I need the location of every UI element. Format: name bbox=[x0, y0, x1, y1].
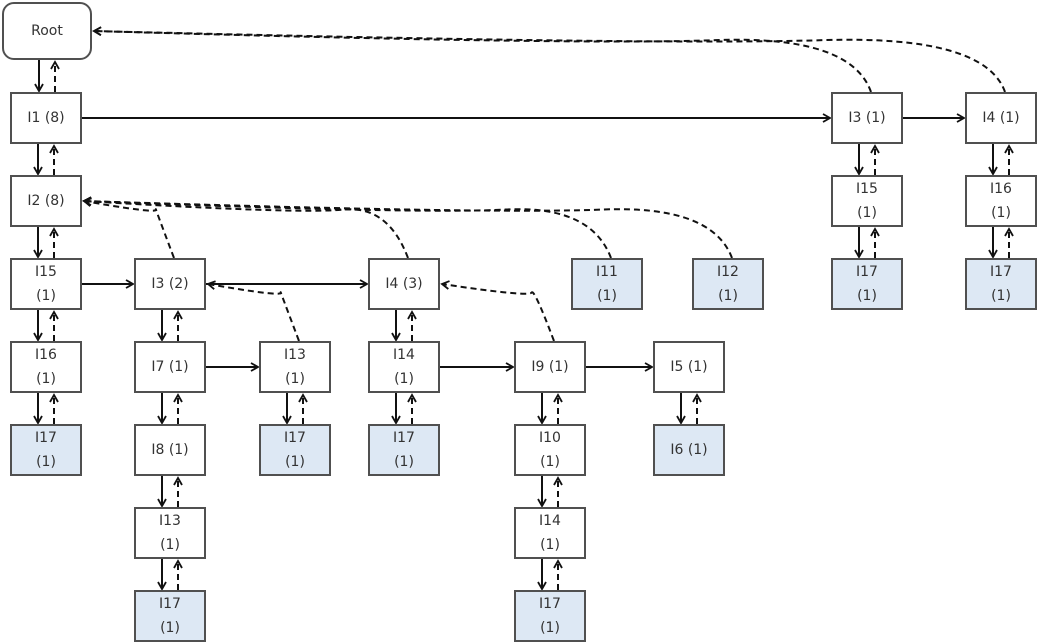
node-label: I16 bbox=[990, 181, 1012, 197]
tree-node: I13 (1) bbox=[134, 507, 206, 559]
node-count: (1) bbox=[597, 288, 617, 304]
node-label: I9 (1) bbox=[531, 359, 569, 375]
node-label: Root bbox=[31, 23, 63, 39]
tree-node: I14 (1) bbox=[514, 507, 586, 559]
node-count: (1) bbox=[36, 454, 56, 470]
node-label: I14 bbox=[539, 513, 561, 529]
tree-node: I1 (8) bbox=[10, 92, 82, 144]
leaf-node: I6 (1) bbox=[653, 424, 725, 476]
tree-node: I3 (1) bbox=[831, 92, 903, 144]
node-label: I5 (1) bbox=[670, 359, 708, 375]
node-label: I14 bbox=[393, 347, 415, 363]
node-label: I11 bbox=[596, 264, 618, 280]
node-label: I17 bbox=[284, 430, 306, 446]
node-count: (1) bbox=[991, 288, 1011, 304]
node-label: I17 bbox=[539, 596, 561, 612]
node-count: (1) bbox=[285, 454, 305, 470]
node-label: I3 (2) bbox=[151, 276, 189, 292]
tree-node: I16 (1) bbox=[965, 175, 1037, 227]
root-node: Root bbox=[2, 2, 92, 60]
node-label: I17 bbox=[35, 430, 57, 446]
tree-node: I7 (1) bbox=[134, 341, 206, 393]
node-label: I10 bbox=[539, 430, 561, 446]
tree-node: I2 (8) bbox=[10, 175, 82, 227]
tree-node: I15 (1) bbox=[831, 175, 903, 227]
node-label: I13 bbox=[284, 347, 306, 363]
node-count: (1) bbox=[991, 205, 1011, 221]
node-count: (1) bbox=[857, 205, 877, 221]
node-label: I15 bbox=[35, 264, 57, 280]
tree-node: I10 (1) bbox=[514, 424, 586, 476]
leaf-node: I17 (1) bbox=[831, 258, 903, 310]
node-label: I6 (1) bbox=[670, 442, 708, 458]
node-count: (1) bbox=[540, 620, 560, 636]
tree-node: I3 (2) bbox=[134, 258, 206, 310]
parent-link-arrow bbox=[440, 280, 555, 342]
node-count: (1) bbox=[718, 288, 738, 304]
tree-node: I16 (1) bbox=[10, 341, 82, 393]
node-label: I12 bbox=[717, 264, 739, 280]
tree-node: I15 (1) bbox=[10, 258, 82, 310]
tree-node: I8 (1) bbox=[134, 424, 206, 476]
node-label: I3 (1) bbox=[848, 110, 886, 126]
node-label: I17 bbox=[990, 264, 1012, 280]
leaf-node: I17 (1) bbox=[10, 424, 82, 476]
node-label: I1 (8) bbox=[27, 110, 65, 126]
tree-node: I9 (1) bbox=[514, 341, 586, 393]
parent-link-arrow bbox=[82, 196, 409, 259]
leaf-node: I17 (1) bbox=[368, 424, 440, 476]
node-count: (1) bbox=[160, 537, 180, 553]
leaf-node: I17 (1) bbox=[134, 590, 206, 642]
node-label: I16 bbox=[35, 347, 57, 363]
node-label: I2 (8) bbox=[27, 193, 65, 209]
node-label: I17 bbox=[856, 264, 878, 280]
node-label: I8 (1) bbox=[151, 442, 189, 458]
leaf-node: I17 (1) bbox=[965, 258, 1037, 310]
node-label: I4 (1) bbox=[982, 110, 1020, 126]
leaf-node: I12 (1) bbox=[692, 258, 764, 310]
node-label: I4 (3) bbox=[385, 276, 423, 292]
node-count: (1) bbox=[857, 288, 877, 304]
tree-node: I5 (1) bbox=[653, 341, 725, 393]
tree-node: I13 (1) bbox=[259, 341, 331, 393]
tree-node: I4 (3) bbox=[368, 258, 440, 310]
node-count: (1) bbox=[540, 537, 560, 553]
node-label: I15 bbox=[856, 181, 878, 197]
parent-link-arrow bbox=[82, 196, 733, 259]
node-count: (1) bbox=[36, 371, 56, 387]
parent-link-arrow bbox=[92, 26, 1006, 93]
tree-node: I14 (1) bbox=[368, 341, 440, 393]
node-label: I17 bbox=[159, 596, 181, 612]
parent-link-arrow bbox=[82, 197, 175, 259]
leaf-node: I17 (1) bbox=[259, 424, 331, 476]
tree-node: I4 (1) bbox=[965, 92, 1037, 144]
parent-link-arrow bbox=[206, 280, 300, 342]
node-count: (1) bbox=[285, 371, 305, 387]
node-label: I13 bbox=[159, 513, 181, 529]
leaf-node: I11 (1) bbox=[571, 258, 643, 310]
node-count: (1) bbox=[160, 620, 180, 636]
parent-link-arrow bbox=[92, 26, 872, 93]
leaf-node: I17 (1) bbox=[514, 590, 586, 642]
node-label: I7 (1) bbox=[151, 359, 189, 375]
node-label: I17 bbox=[393, 430, 415, 446]
node-count: (1) bbox=[394, 371, 414, 387]
node-count: (1) bbox=[36, 288, 56, 304]
node-count: (1) bbox=[394, 454, 414, 470]
node-count: (1) bbox=[540, 454, 560, 470]
